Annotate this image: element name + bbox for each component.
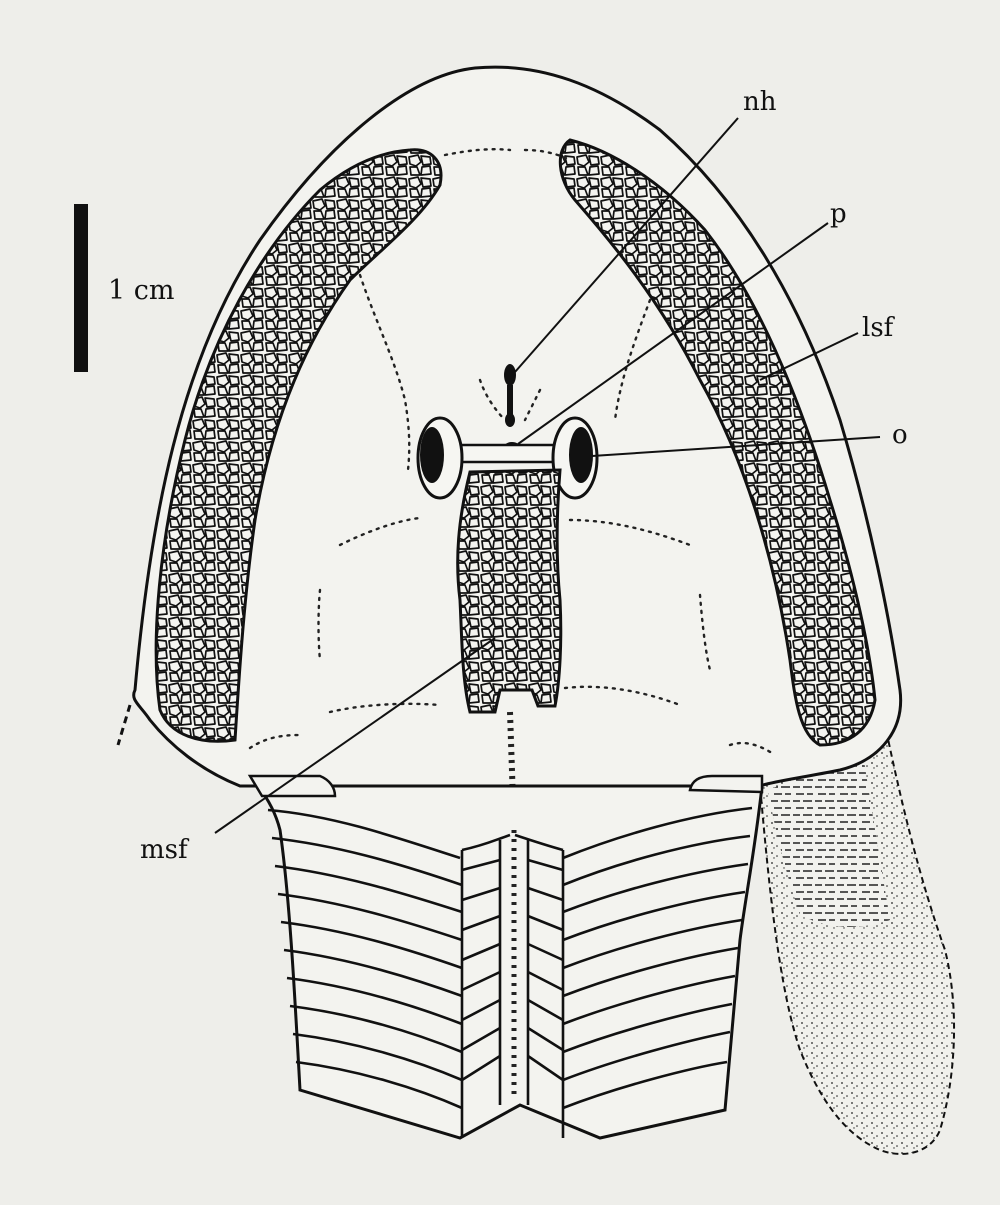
scale-bar-label: 1 cm — [108, 275, 175, 306]
median-sensory-field — [458, 470, 561, 712]
label-msf: msf — [140, 835, 190, 865]
scale-bar — [74, 204, 88, 372]
label-o: o — [892, 420, 908, 450]
label-lsf: lsf — [862, 313, 896, 343]
label-nh: nh — [743, 87, 777, 117]
trunk-scales — [250, 776, 762, 1138]
label-p: p — [830, 199, 847, 229]
